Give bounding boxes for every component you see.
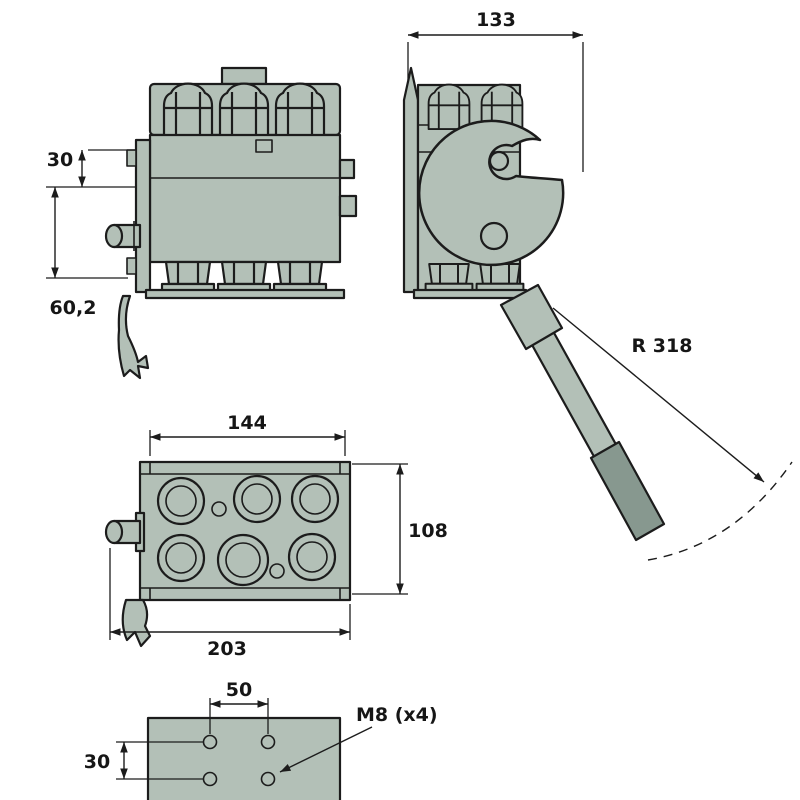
hook-blade [121,598,152,648]
flange-tab [126,257,137,275]
port-bore [165,485,197,517]
hex-nut-icon [216,260,272,293]
dim-60-2-label: 60,2 [50,297,97,319]
flange-tab [126,149,137,167]
pilot-hole [269,563,285,579]
dim-203-label: 203 [207,638,247,660]
side-knob-end [104,519,124,545]
left-flange [134,138,152,294]
top-tab [220,66,268,86]
lever-view: 133 R 318 [402,9,793,561]
dim-50-label: 50 [226,679,252,701]
dim-108-label: 108 [408,520,448,542]
body-detail [255,139,273,153]
port-bore [299,483,331,515]
hex-nut-icon [272,260,328,293]
side-elevation-view: 30 60,2 [46,66,358,380]
hex-bolt-icon [218,82,270,138]
radius-r318-label: R 318 [632,335,693,357]
hex-nut-icon [475,263,525,292]
port-bore [241,483,273,515]
dim-30-plate-label: 30 [84,751,110,773]
side-knob-end [104,223,124,249]
dim-144-label: 144 [227,412,267,434]
hex-nut-icon [160,260,216,293]
lever-collar [499,283,564,351]
mounting-hole [202,771,218,787]
sweep-arc [647,461,793,561]
plan-view: 144 108 203 [104,412,448,660]
mounting-hole [260,734,276,750]
mounting-hole [202,734,218,750]
valve-body [148,133,342,264]
bottom-plate [144,288,346,300]
cam-hook [417,119,565,267]
bottom-plate-right [412,288,528,300]
dim-30-top-label: 30 [47,149,73,171]
hex-bolt-icon [274,82,326,138]
thread-m8-label: M8 (x4) [356,704,438,726]
right-tab [338,158,356,180]
mounting-hole [260,771,276,787]
hook-blade [117,294,150,380]
hex-bolt-icon [427,83,471,131]
port-bore [296,541,328,573]
mounting-plate-view: 50 30 M8 (x4) [84,679,438,800]
hex-bolt-icon [162,82,214,138]
dim-133-label: 133 [476,9,516,31]
hex-nut-icon [424,263,474,292]
pilot-hole [211,501,227,517]
side-blade-plate [402,66,420,294]
port-bore [225,542,261,578]
right-tab [338,194,358,218]
lever-grip [589,440,666,542]
cam-hole [479,221,509,251]
port-bore [165,542,197,574]
mounting-plate [146,716,342,800]
hook-pin [488,150,510,172]
